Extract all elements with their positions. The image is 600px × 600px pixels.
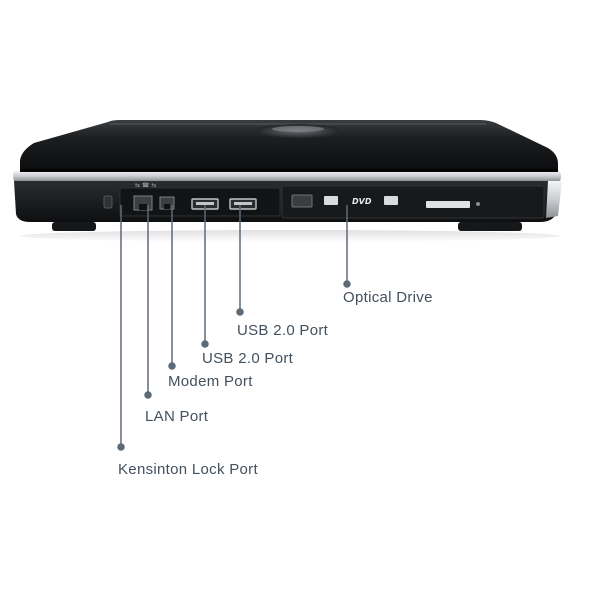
right-foot — [458, 222, 522, 231]
ground-shadow — [20, 230, 560, 242]
optical-media-icon-1 — [324, 196, 338, 205]
label-kensington-lock-port: Kensinton Lock Port — [118, 461, 258, 478]
lan-port-jack-inner — [139, 204, 147, 210]
label-optical-drive: Optical Drive — [343, 289, 433, 306]
laptop-lid — [20, 120, 558, 171]
modem-leader-dot — [168, 362, 176, 370]
label-usb-port-2: USB 2.0 Port — [237, 322, 329, 339]
lid-logo-highlight — [272, 126, 324, 132]
bezel-line — [20, 169, 558, 172]
label-usb-port-1: USB 2.0 Port — [202, 350, 294, 367]
usb-port-1-tongue — [196, 202, 214, 205]
silver-trim — [13, 171, 561, 181]
kensington-leader-dot — [117, 443, 125, 451]
kensington-lock-slot — [103, 195, 113, 209]
lan-leader-dot — [144, 391, 152, 399]
modem-port-jack-inner — [164, 204, 170, 209]
base-front-silver — [546, 181, 562, 218]
optical-panel — [281, 185, 545, 219]
optical-indicator — [476, 202, 480, 206]
usb-port-2-tongue — [234, 202, 252, 205]
label-lan-port: LAN Port — [145, 408, 209, 425]
optical-slot — [426, 201, 470, 208]
optical-media-icon-2 — [384, 196, 398, 205]
optical-logo: DVD — [352, 197, 372, 206]
optical-leader-dot — [343, 280, 351, 288]
label-modem-port: Modem Port — [168, 373, 253, 390]
port-icons-strip: ⇆ ☎ ⇆ — [135, 182, 156, 189]
optical-eject-button — [291, 194, 313, 208]
left-foot — [52, 222, 96, 231]
usb-1-leader-dot — [201, 340, 209, 348]
usb-2-leader-dot — [236, 308, 244, 316]
